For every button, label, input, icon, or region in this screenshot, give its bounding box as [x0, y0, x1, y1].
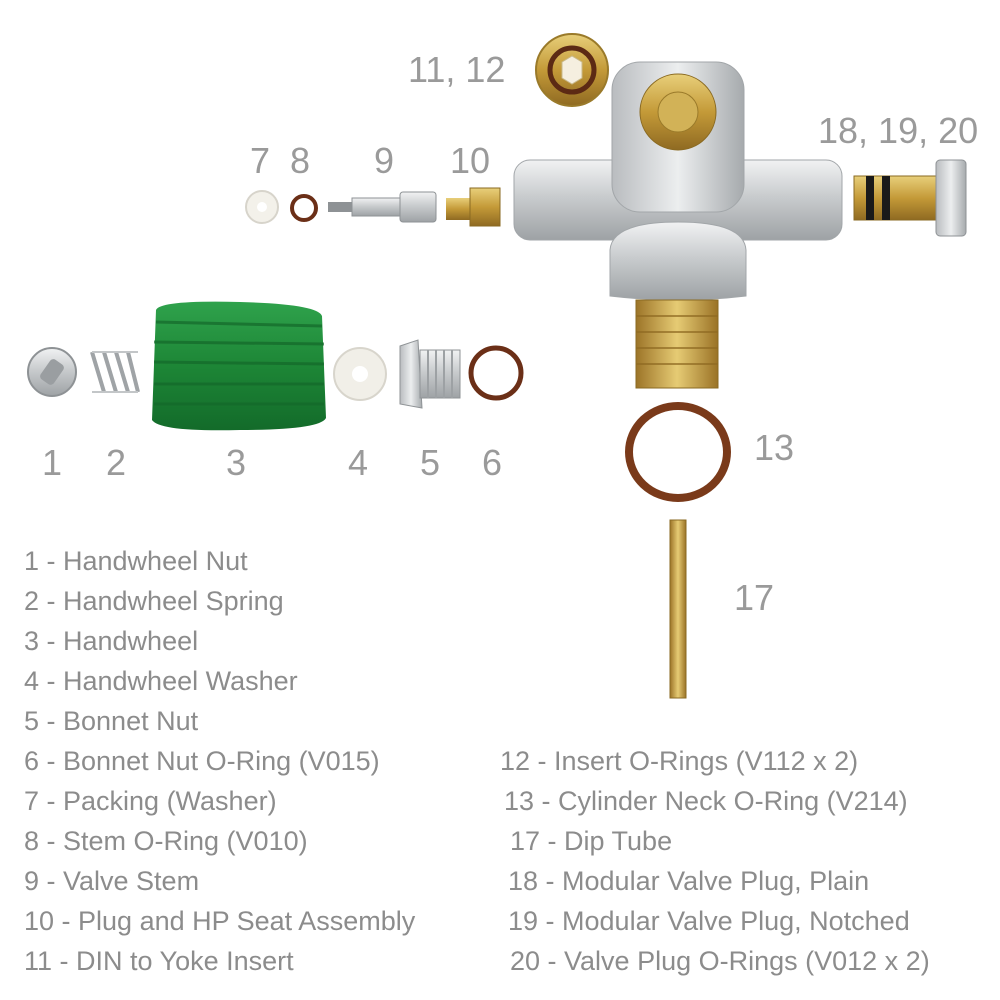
callout-5: 5 — [420, 442, 441, 483]
plug-and-hp-seat — [446, 187, 501, 227]
callout-11-12: 11, 12 — [408, 49, 506, 90]
legend-item-9: 9 - Valve Stem — [24, 866, 200, 896]
legend-item-13: 13 - Cylinder Neck O-Ring (V214) — [504, 786, 908, 816]
legend-item-5: 5 - Bonnet Nut — [24, 706, 199, 736]
callout-13: 13 — [754, 427, 795, 468]
callout-1: 1 — [42, 442, 63, 483]
handwheel-nut — [27, 347, 77, 397]
legend-item-8: 8 - Stem O-Ring (V010) — [24, 826, 308, 856]
legend-item-19: 19 - Modular Valve Plug, Notched — [508, 906, 910, 936]
legend-item-1: 1 - Handwheel Nut — [24, 546, 248, 576]
legend-item-18: 18 - Modular Valve Plug, Plain — [508, 866, 870, 896]
legend-item-7: 7 - Packing (Washer) — [24, 786, 277, 816]
legend-item-17: 17 - Dip Tube — [510, 826, 673, 856]
callout-9: 9 — [374, 140, 395, 181]
legend-item-2: 2 - Handwheel Spring — [24, 586, 284, 616]
valve-stem — [328, 191, 437, 223]
callout-6: 6 — [482, 442, 503, 483]
handwheel-washer — [333, 347, 387, 401]
cylinder-neck-o-ring — [625, 402, 731, 502]
callout-17: 17 — [734, 577, 775, 618]
bonnet-nut — [399, 339, 461, 409]
dip-tube — [669, 519, 687, 699]
callout-4: 4 — [348, 442, 369, 483]
handwheel-spring — [90, 351, 140, 393]
valve-body — [513, 61, 843, 389]
packing-washer — [245, 190, 279, 224]
legend-item-4: 4 - Handwheel Washer — [24, 666, 298, 696]
callout-3: 3 — [226, 442, 247, 483]
legend-item-12: 12 - Insert O-Rings (V112 x 2) — [500, 746, 859, 776]
handwheel — [152, 301, 326, 431]
legend-item-11: 11 - DIN to Yoke Insert — [24, 946, 294, 976]
legend-item-6: 6 - Bonnet Nut O-Ring (V015) — [24, 746, 380, 776]
callout-10: 10 — [450, 140, 491, 181]
bonnet-nut-o-ring — [468, 345, 524, 401]
callout-8: 8 — [290, 140, 311, 181]
modular-valve-plug — [853, 159, 967, 237]
legend-item-20: 20 - Valve Plug O-Rings (V012 x 2) — [510, 946, 930, 976]
callout-7: 7 — [250, 140, 271, 181]
callout-18-19-20: 18, 19, 20 — [818, 110, 979, 151]
legend-item-3: 3 - Handwheel — [24, 626, 199, 656]
stem-o-ring — [290, 194, 318, 222]
callout-2: 2 — [106, 442, 127, 483]
legend-item-10: 10 - Plug and HP Seat Assembly — [24, 906, 416, 936]
din-to-yoke-insert — [535, 33, 609, 107]
